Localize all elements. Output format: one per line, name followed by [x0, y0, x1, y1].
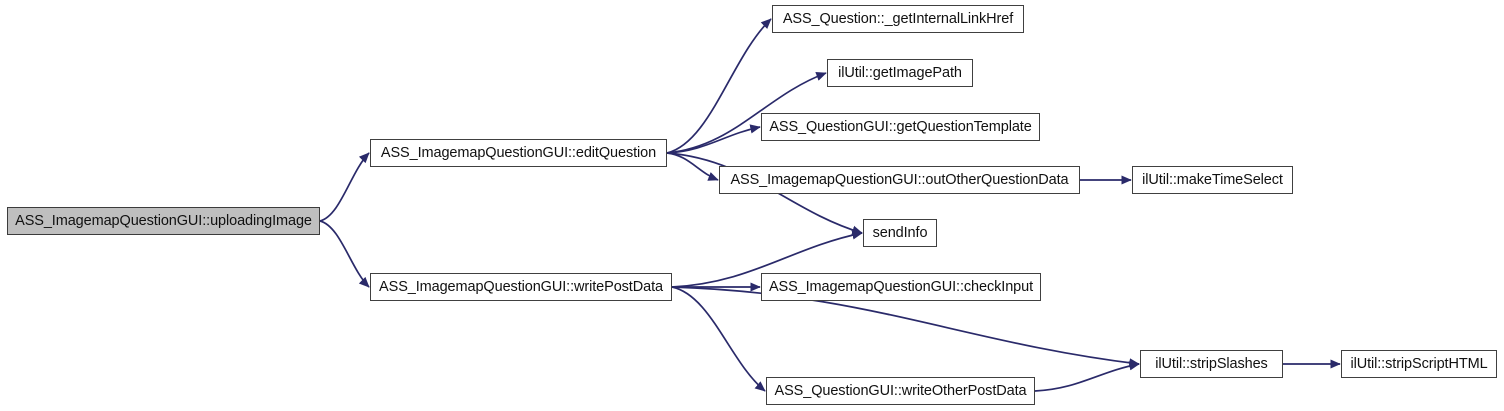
graph-edge-editQuestion-to-getImagePath	[666, 72, 827, 154]
graph-node-label: ilUtil::getImagePath	[838, 64, 962, 81]
graph-edge-writeOtherPostData-to-stripSlashes	[1034, 361, 1140, 392]
graph-edge-editQuestion-to-getQuestionTemplate	[666, 124, 761, 154]
graph-node-checkInput[interactable]: ASS_ImagemapQuestionGUI::checkInput	[761, 273, 1041, 301]
graph-node-label: sendInfo	[872, 224, 928, 241]
graph-edge-writePostData-to-stripSlashes	[671, 286, 1140, 368]
graph-node-label: ASS_ImagemapQuestionGUI::outOtherQuestio…	[730, 171, 1069, 188]
graph-node-writePostData[interactable]: ASS_ImagemapQuestionGUI::writePostData	[370, 273, 672, 301]
graph-node-sendInfo[interactable]: sendInfo	[863, 219, 937, 247]
graph-node-label: ASS_QuestionGUI::getQuestionTemplate	[769, 118, 1032, 135]
graph-node-label: ASS_Question::_getInternalLinkHref	[782, 10, 1014, 27]
graph-node-outOtherQuestionData[interactable]: ASS_ImagemapQuestionGUI::outOtherQuestio…	[719, 166, 1080, 194]
graph-node-label: ilUtil::stripSlashes	[1155, 355, 1268, 372]
graph-node-label: ilUtil::stripScriptHTML	[1350, 355, 1488, 372]
graph-edge-writePostData-to-writeOtherPostData	[671, 286, 766, 392]
graph-node-stripSlashes[interactable]: ilUtil::stripSlashes	[1140, 350, 1283, 378]
graph-edge-writePostData-to-sendInfo	[671, 230, 863, 288]
graph-node-makeTimeSelect[interactable]: ilUtil::makeTimeSelect	[1132, 166, 1293, 194]
graph-edge-uploadingImage-to-writePostData	[319, 220, 370, 288]
graph-node-getQuestionTemplate[interactable]: ASS_QuestionGUI::getQuestionTemplate	[761, 113, 1040, 141]
graph-edge-uploadingImage-to-editQuestion	[319, 152, 370, 222]
graph-node-stripScriptHTML[interactable]: ilUtil::stripScriptHTML	[1341, 350, 1497, 378]
graph-node-label: ASS_ImagemapQuestionGUI::uploadingImage	[15, 212, 312, 229]
graph-node-getInternalLinkHref[interactable]: ASS_Question::_getInternalLinkHref	[772, 5, 1024, 33]
graph-node-label: ASS_QuestionGUI::writeOtherPostData	[774, 382, 1027, 399]
graph-node-getImagePath[interactable]: ilUtil::getImagePath	[827, 59, 973, 87]
graph-node-uploadingImage[interactable]: ASS_ImagemapQuestionGUI::uploadingImage	[7, 207, 320, 235]
graph-edge-editQuestion-to-getInternalLinkHref	[666, 18, 772, 154]
graph-node-writeOtherPostData[interactable]: ASS_QuestionGUI::writeOtherPostData	[766, 377, 1035, 405]
graph-node-label: ilUtil::makeTimeSelect	[1142, 171, 1283, 188]
graph-node-label: ASS_ImagemapQuestionGUI::checkInput	[768, 278, 1034, 295]
graph-node-label: ASS_ImagemapQuestionGUI::editQuestion	[380, 144, 657, 161]
graph-node-editQuestion[interactable]: ASS_ImagemapQuestionGUI::editQuestion	[370, 139, 667, 167]
graph-node-label: ASS_ImagemapQuestionGUI::writePostData	[379, 278, 663, 295]
